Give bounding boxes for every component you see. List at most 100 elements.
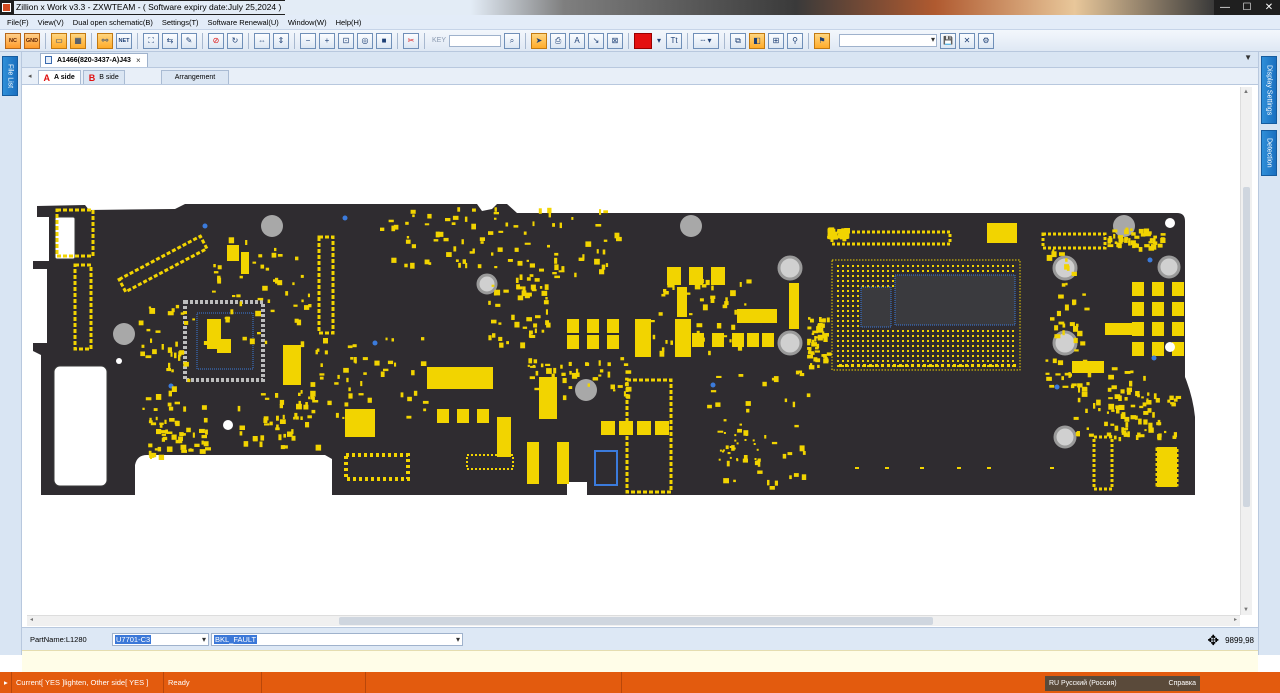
maximize-button[interactable]: ☐ — [1242, 2, 1252, 13]
small-pad — [451, 222, 456, 225]
no-entry-icon[interactable]: ⊘ — [208, 32, 224, 49]
vertical-scroll-thumb[interactable] — [1243, 187, 1250, 507]
cut-icon[interactable]: ✂ — [403, 32, 419, 49]
bga-ball — [987, 265, 989, 267]
scroll-up-icon[interactable]: ▲ — [1243, 89, 1249, 95]
small-pad — [535, 315, 541, 319]
small-pad — [292, 282, 295, 286]
board-canvas[interactable] — [27, 87, 1240, 615]
small-pad — [242, 336, 247, 341]
nc-button[interactable]: NC — [5, 32, 21, 49]
small-pad — [529, 263, 535, 268]
refresh-icon[interactable]: ↻ — [227, 32, 243, 49]
scroll-right-icon[interactable]: ▸ — [1233, 617, 1237, 623]
small-pad — [259, 441, 263, 448]
grid-view-icon[interactable]: ▦ — [70, 32, 86, 49]
flip-vertical-icon[interactable]: ⇕ — [273, 32, 289, 49]
bga-ball — [1012, 335, 1014, 337]
tab-scroll-left-icon[interactable]: ◂ — [28, 73, 32, 80]
tab-a-side[interactable]: A A side — [37, 70, 81, 84]
menu-window[interactable]: Window(W) — [287, 17, 327, 27]
menu-software-renewal[interactable]: Software Renewal(U) — [207, 17, 279, 27]
component-view-icon[interactable]: ▭ — [51, 32, 67, 49]
close-tab-icon[interactable]: × — [135, 55, 141, 65]
menu-help[interactable]: Help(H) — [335, 17, 362, 27]
key-search-input[interactable] — [449, 34, 502, 47]
link-parts-icon[interactable]: ⚯ — [97, 32, 113, 49]
gnd-button[interactable]: GND — [24, 32, 40, 49]
bga-ball — [1012, 265, 1014, 267]
detection-tab[interactable]: Detection — [1261, 130, 1277, 176]
language-indicator[interactable]: RU Русский (Россия) — [1049, 680, 1117, 687]
menu-settings[interactable]: Settings(T) — [161, 17, 199, 27]
bga-ball — [992, 350, 994, 352]
split-view-icon[interactable]: ⊞ — [768, 32, 785, 49]
bookmark-icon[interactable]: ⚑ — [814, 32, 831, 49]
help-label[interactable]: Справка — [1168, 680, 1196, 687]
tab-arrangement[interactable]: Arrangement — [160, 70, 230, 84]
pcb-board-view[interactable] — [27, 87, 1240, 615]
toolbar-separator — [724, 32, 726, 49]
scroll-left-icon[interactable]: ◂ — [30, 617, 34, 623]
bga-ball — [992, 265, 994, 267]
bga-ball — [892, 275, 894, 277]
net-select[interactable]: BKL_FAULT — [211, 632, 463, 646]
document-tab[interactable]: A1466(820-3437-A)J43 × — [40, 52, 148, 67]
bga-ball — [905, 364, 908, 367]
tab-b-side[interactable]: B B side — [82, 70, 125, 84]
options-icon[interactable]: ⚙ — [978, 32, 995, 49]
layers-icon[interactable]: ⧉ — [730, 32, 747, 49]
right-toolbar-combo[interactable] — [839, 34, 938, 47]
vertical-scrollbar[interactable]: ▲ ▼ — [1240, 87, 1252, 615]
small-pad — [184, 321, 189, 325]
file-list-tab[interactable]: File List — [2, 56, 18, 96]
minimize-button[interactable]: — — [1220, 2, 1230, 13]
menu-view[interactable]: View(V) — [37, 17, 64, 27]
small-pad — [1069, 322, 1075, 327]
bga-ball — [932, 345, 934, 347]
zoom-in-icon[interactable]: + — [319, 32, 335, 49]
tab-list-dropdown-icon[interactable]: ▼ — [1244, 53, 1252, 62]
box-select-icon[interactable]: ⊠ — [607, 32, 624, 49]
line-style-icon[interactable]: ┄ ▾ — [693, 32, 720, 49]
scroll-down-icon[interactable]: ▼ — [1243, 607, 1249, 613]
fit-screen-icon[interactable]: ⛶ — [143, 32, 159, 49]
bga-ball — [852, 310, 854, 312]
horizontal-scrollbar[interactable]: ◂ ▸ — [27, 615, 1240, 626]
search-icon[interactable]: ⌕ — [504, 32, 521, 49]
small-pad — [148, 450, 152, 456]
zoom-fit-icon[interactable]: ◎ — [357, 32, 373, 49]
close-button[interactable]: ✕ — [1264, 2, 1274, 13]
pin-icon[interactable]: ⚲ — [787, 32, 804, 49]
bga-ball — [867, 330, 869, 332]
save-icon[interactable]: 💾 — [940, 32, 957, 49]
small-pad — [167, 402, 172, 407]
text-tool-icon[interactable]: A — [569, 32, 586, 49]
display-settings-tab[interactable]: Display Settings — [1261, 56, 1277, 124]
fill-icon[interactable]: ■ — [376, 32, 392, 49]
language-bar[interactable]: RU Русский (Россия) Справка — [1045, 676, 1200, 691]
print-icon[interactable]: ⎙ — [550, 32, 567, 49]
text-size-button[interactable]: Tt — [666, 32, 683, 49]
zoom-out-icon[interactable]: − — [300, 32, 316, 49]
color-dropdown-icon[interactable]: ▾ — [657, 36, 662, 45]
clear-icon[interactable]: ✕ — [959, 32, 976, 49]
small-pad — [1082, 293, 1086, 296]
select-pointer-icon[interactable]: ➤ — [531, 32, 548, 49]
mirror-icon[interactable]: ⇆ — [162, 32, 178, 49]
zoom-area-icon[interactable]: ⊡ — [338, 32, 354, 49]
menu-file[interactable]: File(F) — [7, 17, 29, 27]
small-pad — [774, 480, 778, 486]
small-pad — [578, 257, 585, 261]
edit-icon[interactable]: ✎ — [181, 32, 197, 49]
horizontal-scroll-thumb[interactable] — [339, 617, 933, 625]
menu-dual-open-schematic[interactable]: Dual open schematic(B) — [72, 17, 153, 27]
color-picker-button[interactable] — [634, 32, 653, 49]
highlight-icon[interactable]: ◧ — [749, 32, 766, 49]
part-select[interactable]: U7701-C3 — [112, 632, 209, 646]
connector-corner — [55, 208, 95, 258]
small-pad — [343, 367, 349, 373]
flip-horizontal-icon[interactable]: ⇔ — [254, 32, 270, 49]
measure-icon[interactable]: ↘ — [588, 32, 605, 49]
net-button[interactable]: NET — [116, 32, 132, 49]
